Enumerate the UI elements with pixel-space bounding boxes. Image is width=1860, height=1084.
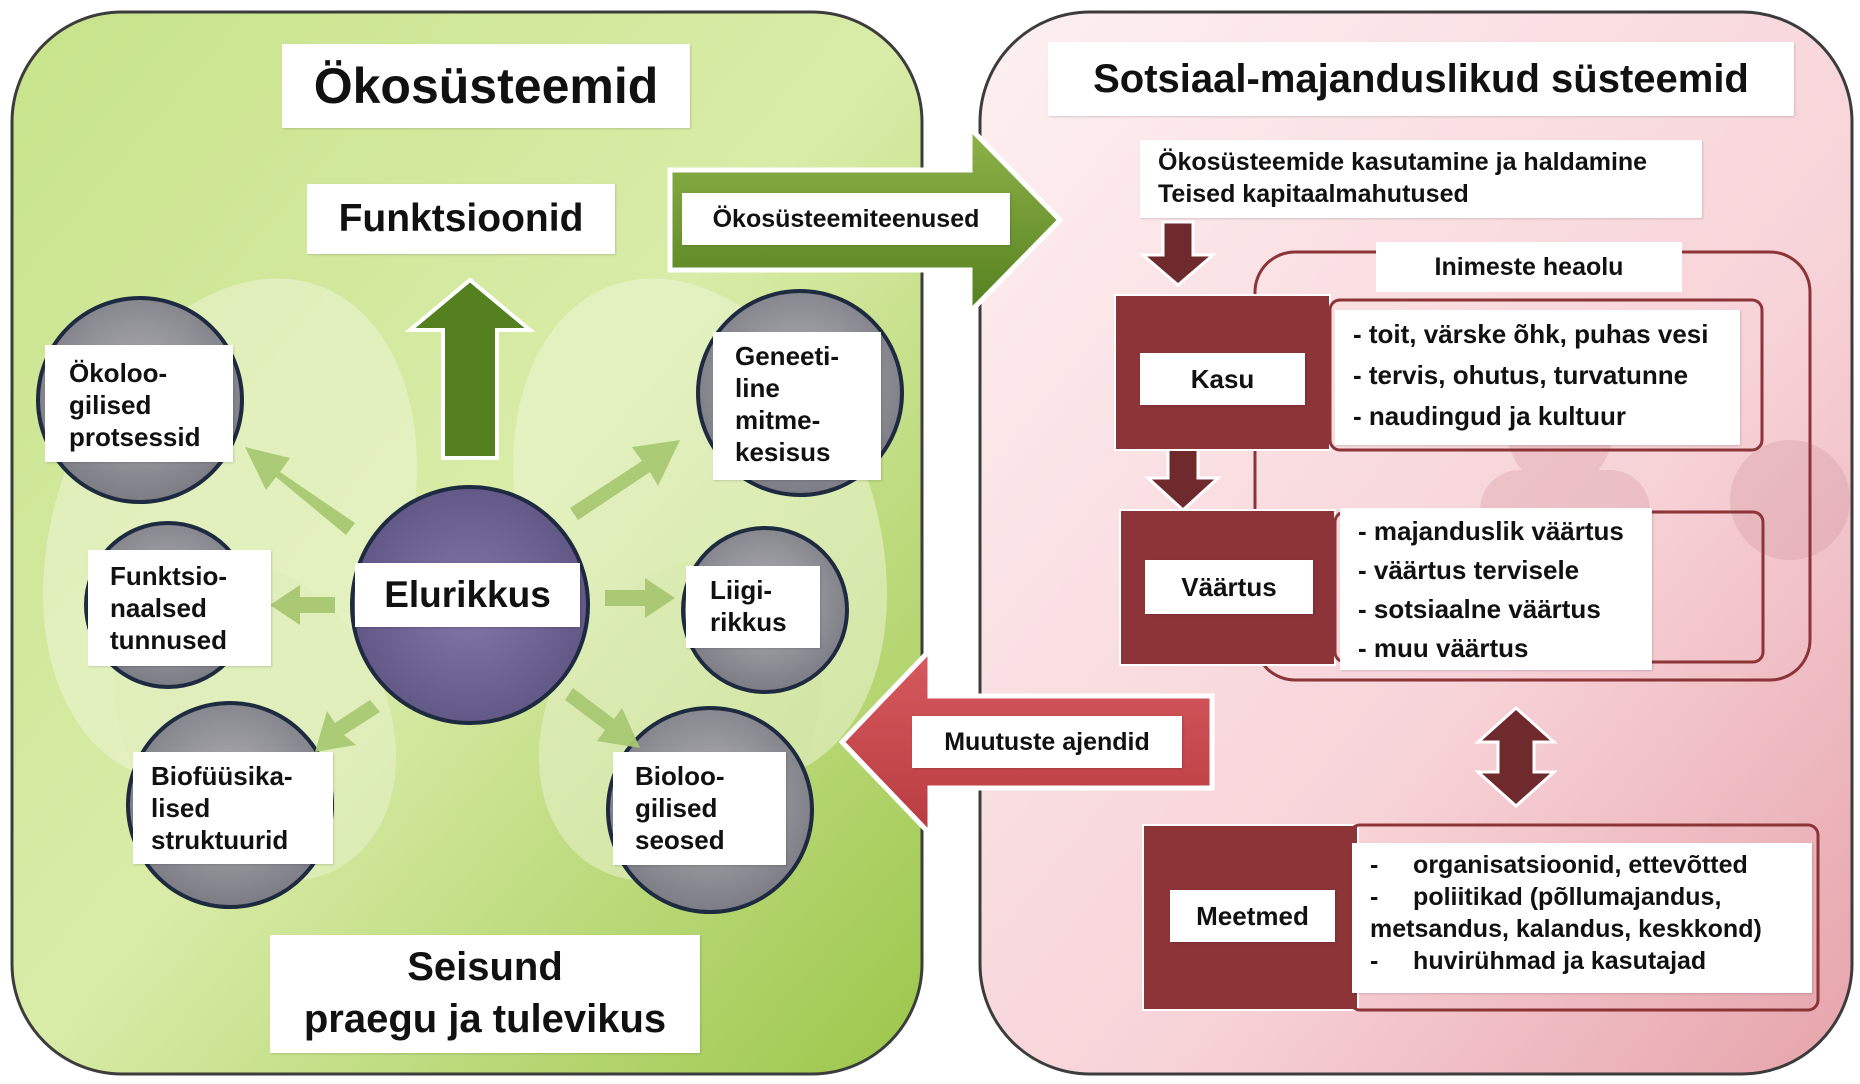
use-line-2: Teised kapitaalmahutused bbox=[1158, 180, 1469, 208]
ecological-processes-line-2: gilised bbox=[69, 390, 152, 420]
state-line-2: praegu ja tulevikus bbox=[303, 997, 667, 1041]
biophysical-structures-label: Biofüüsika- lised struktuurid bbox=[133, 752, 333, 864]
genetic-line-4: kesisus bbox=[735, 437, 831, 467]
arrow-down-use-to-benefit bbox=[1138, 220, 1218, 287]
biophysical-line-1: Biofüüsika- bbox=[151, 761, 293, 791]
value-item: - väärtus tervisele bbox=[1358, 555, 1580, 585]
benefit-label: Kasu bbox=[1140, 353, 1305, 405]
use-management-label: Ökosüsteemide kasutamine ja haldamine Te… bbox=[1140, 140, 1702, 218]
arrow-to-functional-traits bbox=[270, 585, 335, 625]
diversity-arrows bbox=[245, 440, 680, 752]
biological-links-line-2: gilised bbox=[635, 793, 718, 823]
functional-traits-line-1: Funktsio- bbox=[110, 561, 227, 591]
measures-frame bbox=[1348, 823, 1820, 1012]
value-list: - majanduslik väärtus - väärtus tervisel… bbox=[1340, 508, 1652, 670]
species-line-2: rikkus bbox=[710, 607, 787, 637]
services-label: Ökosüsteemiteenused bbox=[682, 193, 1010, 245]
genetic-diversity-label: Geneeti- line mitme- kesisus bbox=[713, 332, 881, 480]
drivers-label: Muutuste ajendid bbox=[912, 716, 1182, 768]
arrow-to-ecological-processes bbox=[245, 447, 355, 535]
arrow-to-genetic bbox=[570, 440, 680, 520]
value-item: - majanduslik väärtus bbox=[1358, 516, 1624, 546]
genetic-line-2: line bbox=[735, 373, 780, 403]
measures-list: - organisatsioonid, ettevõtted - poliiti… bbox=[1352, 843, 1812, 993]
measures-label: Meetmed bbox=[1170, 890, 1335, 942]
measures-item: - huvirühmad ja kasutajad bbox=[1370, 947, 1707, 975]
arrow-double-value-measures bbox=[1474, 705, 1558, 809]
arrow-to-biophysical bbox=[315, 700, 380, 752]
arrow-down-benefit-to-value bbox=[1144, 446, 1222, 513]
arrow-to-biological-links bbox=[565, 688, 640, 748]
biological-links-line-1: Bioloo- bbox=[635, 761, 725, 791]
benefit-item: - naudingud ja kultuur bbox=[1353, 401, 1626, 431]
value-item: - sotsiaalne väärtus bbox=[1358, 594, 1601, 624]
value-label: Väärtus bbox=[1145, 560, 1313, 614]
arrow-up-functions bbox=[404, 277, 536, 460]
functional-traits-line-3: tunnused bbox=[110, 625, 227, 655]
benefit-item: - toit, värske õhk, puhas vesi bbox=[1353, 319, 1709, 349]
ecological-processes-line-3: protsessid bbox=[69, 422, 201, 452]
use-line-1: Ökosüsteemide kasutamine ja haldamine bbox=[1158, 148, 1648, 176]
wellbeing-label: Inimeste heaolu bbox=[1376, 242, 1682, 292]
biological-links-label: Bioloo- gilised seosed bbox=[613, 752, 786, 865]
ecological-processes-line-1: Ökoloo- bbox=[69, 358, 168, 388]
measures-item: - poliitikad (põllumajandus, bbox=[1370, 883, 1722, 911]
genetic-line-1: Geneeti- bbox=[735, 341, 840, 371]
state-line-1: Seisund bbox=[407, 945, 563, 989]
species-line-1: Liigi- bbox=[710, 575, 773, 605]
measures-item: - organisatsioonid, ettevõtted bbox=[1370, 851, 1748, 879]
functional-traits-label: Funktsio- naalsed tunnused bbox=[88, 550, 271, 666]
genetic-line-3: mitme- bbox=[735, 405, 821, 435]
biophysical-line-2: lised bbox=[151, 793, 211, 823]
biological-links-line-3: seosed bbox=[635, 825, 725, 855]
socio-title: Sotsiaal-majanduslikud süsteemid bbox=[1048, 42, 1794, 116]
eco-title: Ökosüsteemid bbox=[282, 44, 690, 128]
value-item: - muu väärtus bbox=[1358, 633, 1529, 663]
biophysical-line-3: struktuurid bbox=[151, 825, 289, 855]
functions-label: Funktsioonid bbox=[307, 184, 615, 254]
biodiversity-label: Elurikkus bbox=[355, 563, 580, 627]
arrow-to-species bbox=[605, 578, 675, 618]
benefit-frame bbox=[1328, 298, 1764, 452]
state-label: Seisund praegu ja tulevikus bbox=[270, 935, 700, 1053]
ecological-processes-label: Ökoloo- gilised protsessid bbox=[45, 345, 233, 462]
benefit-item: - tervis, ohutus, turvatunne bbox=[1353, 360, 1689, 390]
measures-item: metsandus, kalandus, keskkond) bbox=[1370, 915, 1762, 943]
functional-traits-line-2: naalsed bbox=[110, 593, 207, 623]
benefit-list: - toit, värske õhk, puhas vesi - tervis,… bbox=[1335, 310, 1740, 445]
species-richness-label: Liigi- rikkus bbox=[686, 566, 820, 648]
